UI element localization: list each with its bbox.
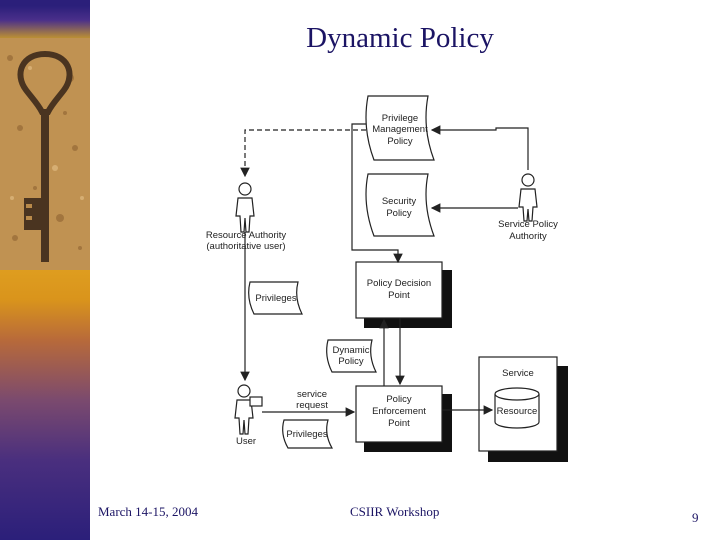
footer-event: CSIIR Workshop — [350, 504, 440, 519]
service-policy-authority-line-1: Service Policy — [498, 219, 558, 230]
policy-enforcement-point: Policy Enforcement Point — [355, 385, 452, 452]
page-number: 9 — [692, 510, 699, 525]
svg-text:Dynamic: Dynamic — [333, 345, 370, 356]
resource-label: Resource — [497, 406, 538, 417]
footer-date: March 14-15, 2004 — [98, 504, 199, 519]
service-request-line-1: service — [297, 389, 327, 400]
svg-text:Enforcement: Enforcement — [372, 406, 426, 417]
user-label: User — [236, 436, 256, 447]
service-box: Service Resource — [478, 356, 568, 462]
resource-authority-actor — [235, 182, 255, 233]
svg-text:Privileges: Privileges — [286, 429, 327, 440]
spa-to-pmp — [430, 125, 529, 170]
svg-text:Policy: Policy — [338, 356, 364, 367]
svg-text:Service: Service — [502, 368, 534, 379]
svg-text:Resource: Resource — [497, 406, 538, 417]
privileges-label: Privileges — [255, 293, 296, 304]
dynamic-policy-line-1: Dynamic — [333, 345, 370, 356]
resource-cylinder: Resource — [494, 387, 540, 429]
pmp-line-2: Management — [372, 124, 428, 135]
slide-title: Dynamic Policy — [306, 22, 494, 54]
policies-to-pdp — [351, 123, 403, 264]
dashed-pmp-to-resource-authority — [240, 129, 366, 178]
svg-text:Point: Point — [388, 418, 410, 429]
resource-authority-line-2: (authoritative user) — [206, 241, 285, 252]
svg-text:Point: Point — [388, 290, 410, 301]
service-policy-authority-actor — [518, 173, 538, 222]
security-policy-doc: Security Policy — [365, 173, 435, 237]
pep-line-2: Enforcement — [372, 406, 426, 417]
privileges-doc: Privileges — [248, 281, 303, 315]
security-policy-line-2: Policy — [386, 208, 412, 219]
policy-decision-point: Policy Decision Point — [355, 261, 452, 328]
pmp-line-1: Privilege — [382, 113, 418, 124]
privileges-user-label: Privileges — [286, 429, 327, 440]
security-policy-line-1: Security — [382, 196, 417, 207]
svg-text:Privilege: Privilege — [382, 113, 418, 124]
pmp-line-3: Policy — [387, 136, 413, 147]
svg-text:Privileges: Privileges — [255, 293, 296, 304]
pep-line-3: Point — [388, 418, 410, 429]
svg-text:Security: Security — [382, 196, 417, 207]
service-label: Service — [502, 368, 534, 379]
svg-text:Policy: Policy — [386, 394, 412, 405]
pdp-line-2: Point — [388, 290, 410, 301]
service-policy-authority-line-2: Authority — [509, 231, 547, 242]
svg-text:Management: Management — [372, 124, 428, 135]
key-photo — [0, 38, 90, 270]
dynamic-policy-line-2: Policy — [338, 356, 364, 367]
svg-text:Policy Decision: Policy Decision — [367, 278, 431, 289]
pdp-line-1: Policy Decision — [367, 278, 431, 289]
service-request-line-2: request — [296, 400, 328, 411]
svg-text:Policy: Policy — [387, 136, 413, 147]
privileges-doc-user: Privileges — [282, 419, 334, 449]
key-shaft — [41, 112, 49, 262]
privilege-management-policy-doc: Privilege Management Policy — [365, 95, 435, 161]
dynamic-policy-doc: Dynamic Policy — [326, 339, 377, 373]
resource-authority-line-1: Resource Authority — [206, 230, 287, 241]
user-actor — [234, 384, 263, 435]
pep-line-1: Policy — [386, 394, 412, 405]
svg-text:Policy: Policy — [386, 208, 412, 219]
